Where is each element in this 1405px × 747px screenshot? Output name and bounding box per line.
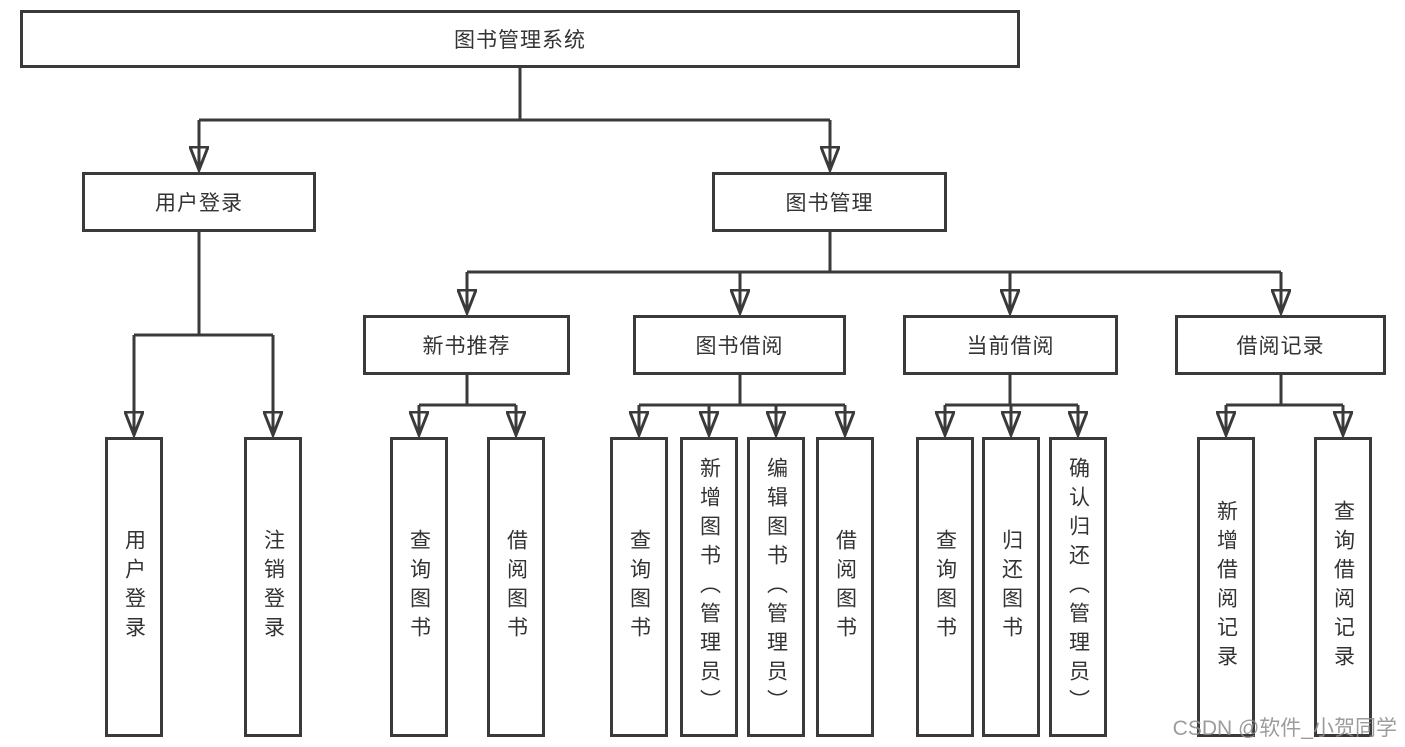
- leaf-edit-book-admin: 编辑图书（管理员）: [747, 437, 805, 737]
- edges-root: [199, 68, 830, 170]
- leaf-confirm-return-admin: 确认归还（管理员）: [1049, 437, 1107, 737]
- node-label: 借阅图书: [833, 529, 857, 645]
- node-label: 编辑图书（管理员）: [764, 456, 788, 718]
- node-book-management: 图书管理: [712, 172, 947, 232]
- node-label: 归还图书: [999, 529, 1023, 645]
- node-label: 图书借阅: [695, 335, 784, 358]
- edges-book-borrow: [639, 375, 845, 435]
- leaf-logout: 注销登录: [244, 437, 302, 737]
- edges-new-book-recommend: [419, 375, 516, 435]
- node-current-borrow: 当前借阅: [903, 315, 1118, 375]
- edges-book-management: [467, 232, 1281, 313]
- leaf-query-books-recommend: 查询图书: [390, 437, 448, 737]
- node-label: 用户登录: [155, 192, 243, 215]
- node-new-book-recommend: 新书推荐: [363, 315, 570, 375]
- node-user-login-branch: 用户登录: [82, 172, 316, 232]
- node-label: 查询借阅记录: [1331, 500, 1355, 674]
- leaf-user-login: 用户登录: [105, 437, 163, 737]
- leaf-query-books-borrow: 查询图书: [610, 437, 668, 737]
- edges-borrow-records: [1226, 375, 1343, 435]
- node-label: 新书推荐: [422, 335, 511, 358]
- leaf-add-book-admin: 新增图书（管理员）: [680, 437, 738, 737]
- node-label: 用户登录: [122, 529, 146, 645]
- leaf-borrow-books: 借阅图书: [816, 437, 874, 737]
- csdn-watermark: CSDN @软件_小贺同学: [1172, 717, 1397, 740]
- node-label: 新增图书（管理员）: [697, 456, 721, 718]
- leaf-query-books-current: 查询图书: [916, 437, 974, 737]
- edges-current-borrow: [945, 375, 1078, 435]
- edges-user-login: [134, 232, 273, 435]
- leaf-add-borrow-record: 新增借阅记录: [1197, 437, 1255, 737]
- leaf-borrow-books-recommend: 借阅图书: [487, 437, 545, 737]
- node-label: 新增借阅记录: [1214, 500, 1238, 674]
- node-label: 查询图书: [933, 529, 957, 645]
- node-label: 图书管理系统: [454, 29, 586, 52]
- node-label: 当前借阅: [966, 335, 1055, 358]
- node-label: 确认归还（管理员）: [1066, 456, 1090, 718]
- leaf-query-borrow-record: 查询借阅记录: [1314, 437, 1372, 737]
- node-label: 查询图书: [627, 529, 651, 645]
- node-label: 借阅记录: [1236, 335, 1325, 358]
- node-label: 图书管理: [785, 192, 874, 215]
- node-library-management-system: 图书管理系统: [20, 10, 1020, 68]
- leaf-return-book: 归还图书: [982, 437, 1040, 737]
- node-label: 借阅图书: [504, 529, 528, 645]
- node-book-borrow: 图书借阅: [633, 315, 846, 375]
- node-label: 查询图书: [407, 529, 431, 645]
- node-label: 注销登录: [261, 529, 285, 645]
- node-borrow-records: 借阅记录: [1175, 315, 1386, 375]
